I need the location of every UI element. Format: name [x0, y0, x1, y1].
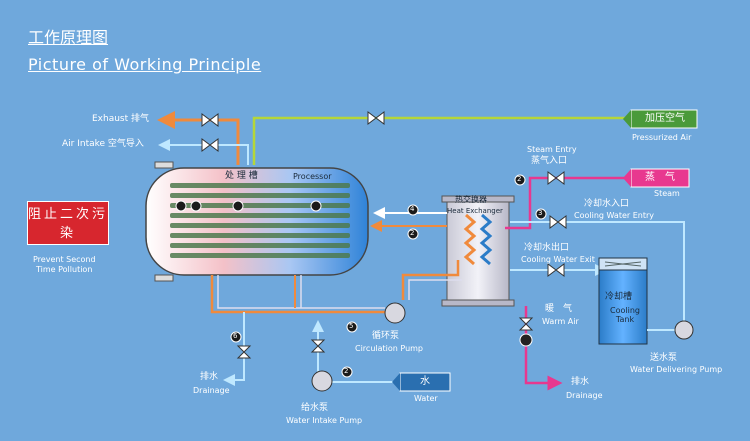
valve-intake: [310, 339, 326, 353]
circulation-return-line: [210, 275, 385, 314]
label-cw-exit-cn: 冷却水出口: [524, 243, 570, 253]
prevent-pollution-box: 阻止二次污染: [27, 201, 109, 245]
label-drain2-en: Drainage: [566, 391, 603, 400]
cooling-water-entry-line: [510, 221, 685, 322]
title-chinese: 工作原理图: [28, 28, 109, 47]
step-marker-5: 5: [349, 322, 354, 330]
label-exhaust: Exhaust 排气: [92, 114, 150, 124]
step-marker-4: 2: [410, 229, 415, 237]
cooling-tank: [598, 257, 648, 345]
label-steam-en: Steam: [654, 189, 680, 198]
valve-drain: [236, 345, 252, 359]
valve-exhaust: [201, 113, 219, 127]
label-circ-en: Circulation Pump: [355, 344, 424, 353]
drain-line: [223, 312, 245, 386]
label-drain-en: Drainage: [193, 386, 230, 395]
label-drain-cn: 排水: [200, 372, 219, 382]
label-cw-entry-cn: 冷却水入口: [584, 199, 630, 209]
label-cw-exit-en: Cooling Water Exit: [521, 255, 595, 264]
valve-cw-entry: [549, 215, 567, 229]
exhaust-line: [157, 111, 240, 165]
label-pressurized-en: Pressurized Air: [632, 133, 692, 142]
step-marker-6: 6: [233, 332, 238, 340]
steam-line: [505, 176, 630, 230]
label-air-intake: Air Intake 空气导入: [62, 139, 144, 149]
label-steam-cn: 蒸 气: [645, 172, 675, 183]
label-water-cn: 水: [420, 376, 430, 387]
label-tank-cn: 冷却槽: [605, 292, 633, 302]
label-drain2-cn: 排水: [571, 377, 590, 387]
delivery-pump: [674, 320, 694, 340]
valve-steam: [547, 171, 565, 185]
circulation-pump: [384, 302, 406, 324]
water-intake-pump: [311, 370, 333, 392]
step-marker-3: 4: [410, 205, 415, 213]
label-cw-entry-en: Cooling Water Entry: [574, 211, 654, 220]
label-circ-cn: 循环泵: [372, 331, 400, 341]
air-intake-line: [158, 139, 249, 165]
step-marker-2: 3: [538, 209, 543, 217]
label-steam-entry-en: Steam Entry: [527, 145, 577, 154]
title-english: Picture of Working Principle: [28, 55, 262, 74]
label-delivery-cn: 送水泵: [650, 353, 678, 363]
valve-pressurized: [367, 111, 385, 125]
label-hx-en: Heat Exchanger: [447, 207, 503, 215]
label-tank-en: Cooling Tank: [610, 306, 640, 324]
label-pressurized-cn: 加压空气: [645, 113, 685, 124]
label-warm-air-cn: 暖 气: [545, 304, 573, 314]
label-prevent-en-1: Prevent Second: [33, 255, 96, 264]
label-delivery-en: Water Delivering Pump: [630, 365, 723, 374]
warm-air-drain-line: [524, 306, 563, 391]
product-rows: [170, 183, 350, 258]
label-processor-cn: 处 理 槽: [225, 171, 258, 181]
label-water-en: Water: [414, 394, 438, 403]
label-warm-air-en: Warm Air: [542, 317, 579, 326]
valve-cw-exit: [547, 263, 565, 277]
step-marker-1: 2: [517, 175, 522, 183]
label-intake-pump-cn: 给水泵: [301, 403, 329, 413]
pressurized-air-line: [252, 116, 630, 165]
steam-trap: [519, 333, 533, 347]
label-prevent-en-2: Time Pollution: [36, 265, 93, 274]
label-hx-cn: 热交换器: [455, 195, 487, 204]
step-marker-7: 2: [344, 367, 349, 375]
label-processor-en: Processor: [293, 172, 332, 181]
label-steam-entry-cn: 蒸气入口: [531, 156, 568, 166]
valve-warm-air: [518, 317, 534, 331]
step-markers: [175, 174, 547, 378]
label-intake-pump-en: Water Intake Pump: [286, 416, 363, 425]
valve-air-intake: [201, 138, 219, 152]
circulation-to-hx-line: [401, 260, 460, 300]
